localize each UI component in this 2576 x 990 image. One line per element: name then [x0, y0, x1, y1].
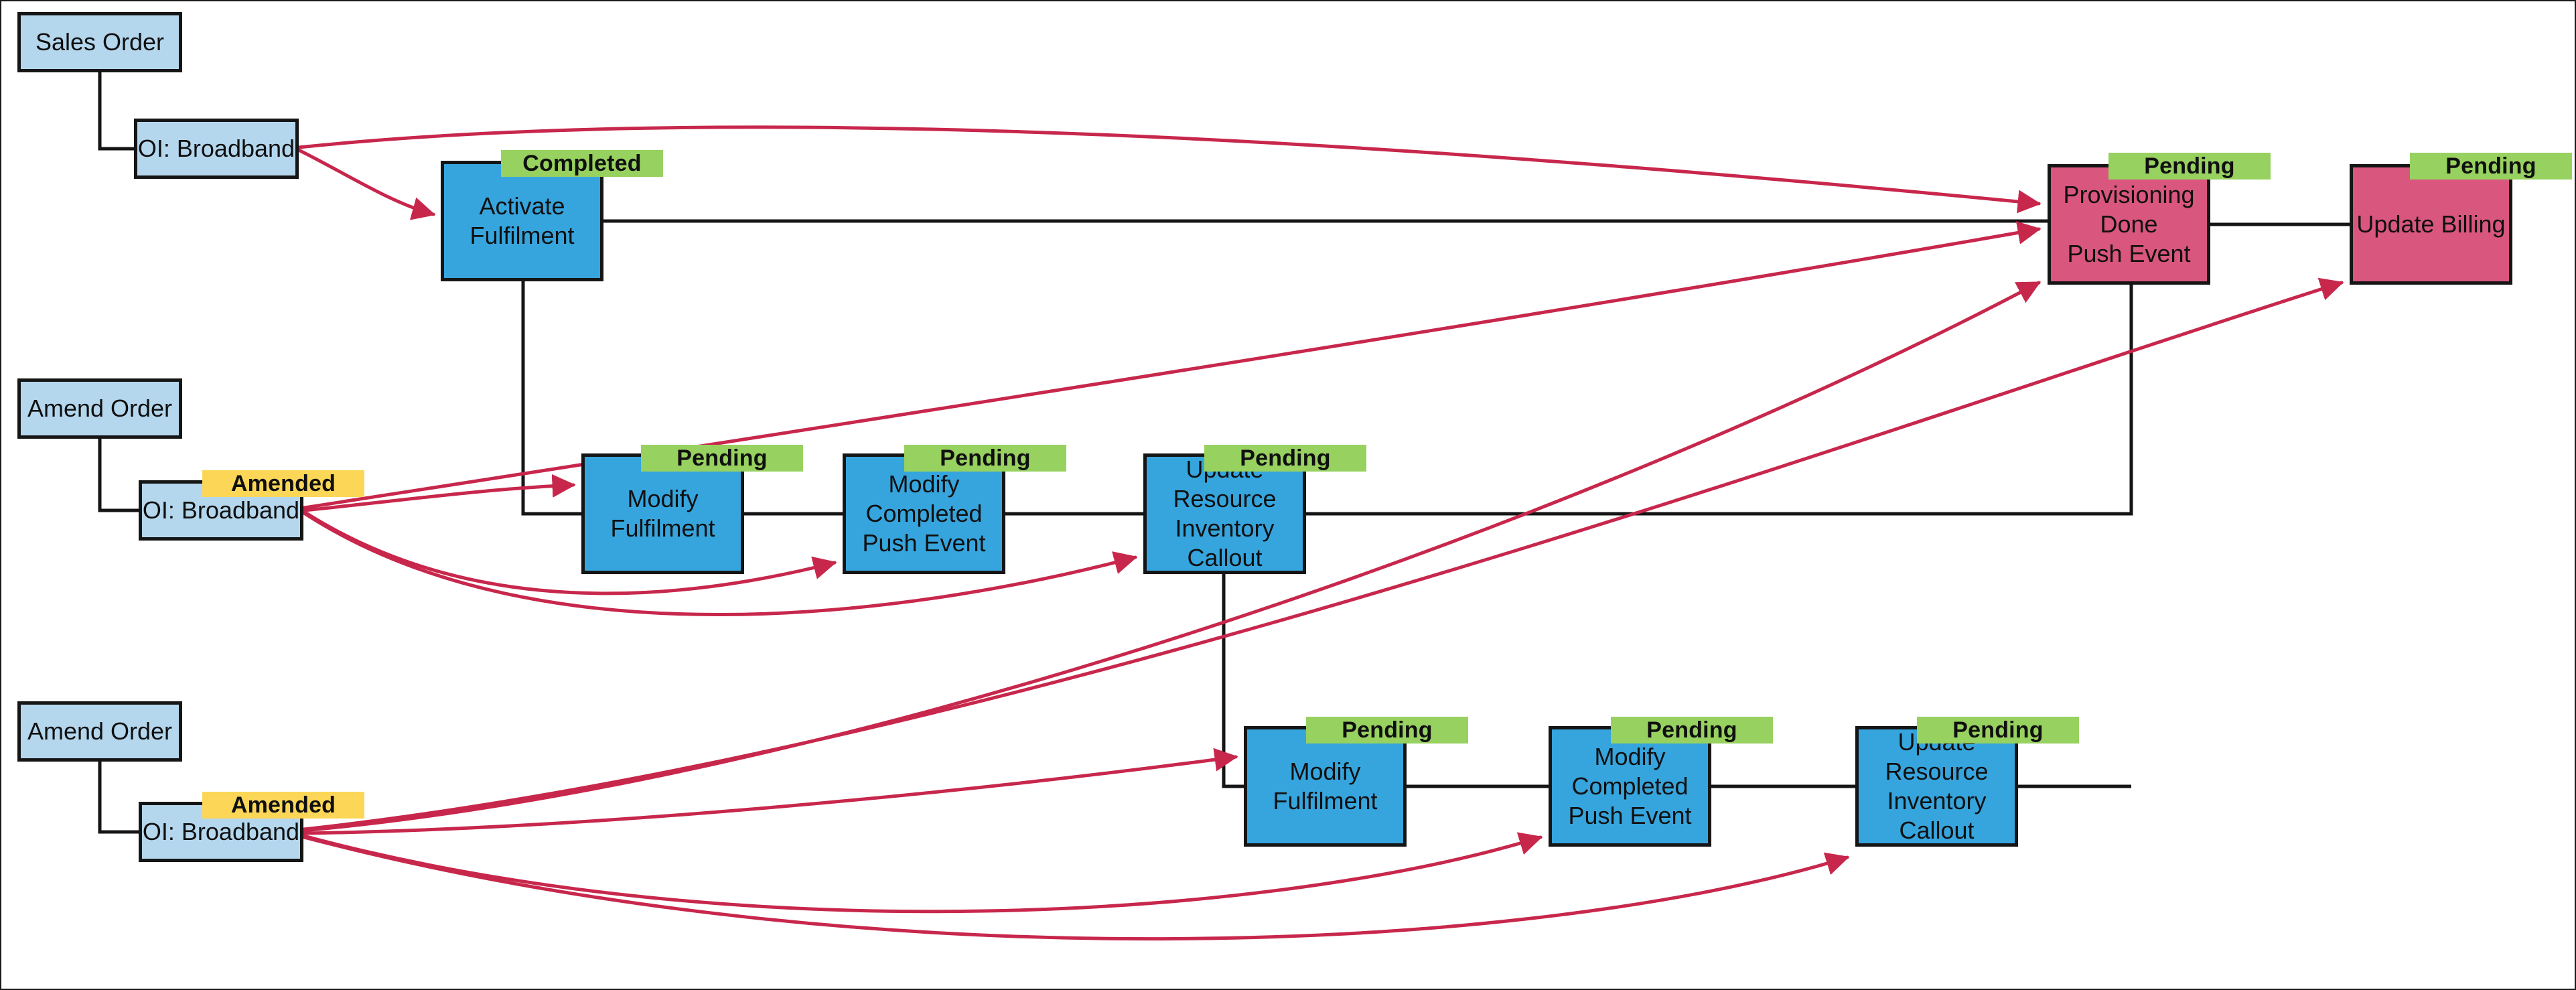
edge-e-sales-to-oi1 — [98, 72, 134, 151]
edge-e-amend2-to-oi3 — [98, 762, 139, 834]
node-modify-fulfilment-2[interactable]: Modify Fulfilment — [1244, 726, 1407, 847]
status-badge-update-billing: Pending — [2410, 153, 2572, 180]
status-badge-modify-fulfilment-1: Pending — [641, 445, 803, 472]
dependency-edge-d-oi3-to-upres2 — [302, 835, 1850, 941]
node-label-oi-broadband-3: OI: Broadband — [142, 818, 300, 846]
node-sales-order[interactable]: Sales Order — [17, 12, 182, 72]
node-label-oi-broadband-2: OI: Broadband — [142, 496, 300, 524]
dependency-edge-d-oi2-to-modcomp1 — [302, 510, 837, 595]
node-label-modify-fulfilment-1: Modify Fulfilment — [610, 485, 715, 542]
status-badge-modify-fulfilment-2: Pending — [1306, 717, 1468, 744]
node-label-amend-order-2: Amend Order — [27, 717, 173, 746]
node-label-modify-fulfilment-2: Modify Fulfilment — [1273, 758, 1378, 815]
node-label-update-billing: Update Billing — [2356, 210, 2506, 238]
node-label-sales-order: Sales Order — [35, 28, 165, 56]
node-update-billing[interactable]: Update Billing — [2350, 164, 2512, 285]
node-modify-fulfilment-1[interactable]: Modify Fulfilment — [581, 453, 744, 574]
status-badge-activate-fulfilment: Completed — [501, 150, 663, 177]
edge-e-upres1-to-modfulf2 — [1222, 574, 1244, 788]
dependency-edge-d-oi3-to-modfulf2 — [302, 748, 1238, 835]
status-badge-update-resource-1: Pending — [1204, 445, 1366, 472]
status-badge-oi-broadband-2: Amended — [202, 470, 364, 497]
status-badge-oi-broadband-3: Amended — [202, 792, 364, 819]
status-badge-provisioning-done: Pending — [2108, 153, 2271, 180]
edge-e-upres1-to-prov — [1306, 285, 2133, 516]
dependency-edge-d-oi1-to-activate — [297, 148, 436, 220]
dependency-edge-d-oi3-to-modcomp2 — [302, 832, 1543, 914]
edge-e-amend1-to-oi2 — [98, 439, 139, 512]
edge-e-activate-to-modfulf1 — [521, 281, 581, 516]
node-oi-broadband-1[interactable]: OI: Broadband — [134, 119, 299, 179]
node-label-oi-broadband-1: OI: Broadband — [137, 135, 295, 163]
status-badge-modify-completed-2: Pending — [1611, 717, 1773, 744]
node-amend-order-2[interactable]: Amend Order — [17, 701, 182, 762]
node-activate-fulfilment[interactable]: Activate Fulfilment — [441, 161, 603, 281]
node-label-activate-fulfilment: Activate Fulfilment — [470, 192, 575, 249]
node-label-amend-order-1: Amend Order — [27, 395, 173, 423]
status-badge-update-resource-2: Pending — [1917, 717, 2079, 744]
status-badge-modify-completed-1: Pending — [904, 445, 1066, 472]
node-amend-order-1[interactable]: Amend Order — [17, 378, 182, 439]
